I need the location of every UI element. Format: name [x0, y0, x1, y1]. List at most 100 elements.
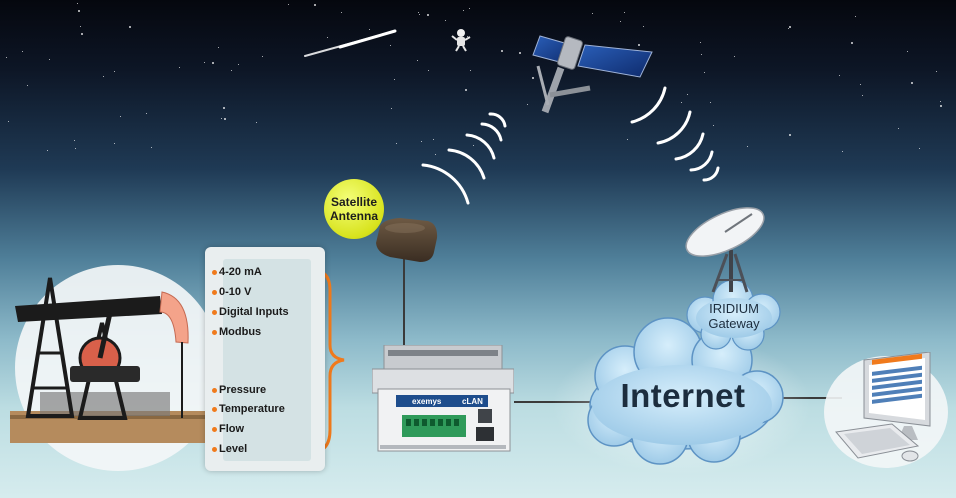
- star: [396, 143, 397, 144]
- star: [433, 139, 434, 140]
- star: [369, 29, 370, 30]
- star: [428, 70, 429, 71]
- star: [734, 56, 735, 57]
- star: [788, 28, 789, 29]
- star: [907, 51, 908, 52]
- satellite-icon: [532, 35, 653, 114]
- star: [463, 10, 464, 11]
- star: [473, 145, 474, 146]
- sensor-level: Level: [211, 443, 248, 455]
- star: [223, 107, 225, 109]
- star: [75, 148, 76, 149]
- star: [898, 128, 899, 129]
- star: [81, 33, 83, 35]
- star: [224, 118, 226, 120]
- star: [262, 56, 263, 57]
- star: [341, 12, 342, 13]
- star: [114, 71, 115, 72]
- star: [221, 118, 222, 119]
- satellite-antenna-label-line2: Antenna: [330, 209, 378, 223]
- satellite-antenna-label-line1: Satellite: [330, 195, 378, 209]
- inputs-panel-inner: [223, 259, 311, 461]
- device-model: cLAN: [462, 397, 483, 406]
- iridium-gateway-label: IRIDIUM Gateway: [683, 286, 785, 346]
- star: [747, 146, 748, 147]
- star: [212, 62, 214, 64]
- star: [391, 108, 392, 109]
- star: [74, 140, 75, 141]
- star: [713, 125, 714, 126]
- star: [624, 12, 625, 13]
- star: [49, 59, 50, 60]
- input-brace: [310, 268, 345, 454]
- star: [394, 79, 395, 80]
- star: [22, 51, 23, 52]
- star: [701, 54, 702, 55]
- star: [704, 72, 705, 73]
- star: [327, 37, 328, 38]
- star: [469, 8, 470, 9]
- workstation: [824, 352, 948, 468]
- downlink-waves: [630, 86, 720, 182]
- star: [687, 94, 688, 95]
- star: [710, 102, 711, 103]
- star: [700, 42, 701, 43]
- star: [238, 64, 239, 65]
- star: [78, 10, 80, 12]
- star: [231, 70, 232, 71]
- star: [288, 4, 289, 5]
- pump-jack-icon: [10, 277, 206, 443]
- star: [77, 3, 78, 4]
- star: [314, 4, 316, 6]
- ground-dish-icon: [685, 207, 765, 293]
- star: [940, 105, 942, 107]
- sensor-flow: Flow: [211, 423, 245, 435]
- inputs-panel: [205, 247, 325, 471]
- star: [851, 42, 853, 44]
- iridium-gateway-cloud: [686, 279, 781, 351]
- star: [417, 60, 418, 61]
- star: [204, 62, 205, 63]
- device-brand: exemys: [412, 397, 442, 406]
- monitor-icon: [863, 352, 931, 440]
- star: [467, 36, 468, 37]
- star: [681, 102, 682, 103]
- satellite-antenna-label: Satellite Antenna: [324, 179, 384, 239]
- astronaut-icon: [451, 29, 471, 52]
- star: [427, 14, 429, 16]
- star: [129, 26, 131, 28]
- star: [114, 143, 115, 144]
- star: [620, 21, 621, 22]
- sensor-pressure: Pressure: [211, 384, 267, 396]
- star: [103, 76, 104, 77]
- star: [47, 150, 48, 151]
- star: [435, 154, 436, 155]
- star: [940, 101, 941, 102]
- keyboard-icon: [835, 423, 920, 462]
- iridium-gateway-label-line1: IRIDIUM: [709, 301, 759, 316]
- input-modbus: Modbus: [211, 326, 262, 338]
- star: [627, 139, 628, 140]
- star: [390, 45, 391, 46]
- star: [643, 26, 644, 27]
- shooting-star-icon: [304, 29, 397, 57]
- internet-cloud: [587, 317, 784, 465]
- star: [638, 44, 640, 46]
- star: [120, 116, 121, 117]
- star: [919, 148, 920, 149]
- star: [470, 70, 471, 71]
- star: [419, 14, 420, 15]
- iridium-gateway-label-line2: Gateway: [708, 316, 760, 331]
- star: [465, 89, 467, 91]
- star: [592, 13, 593, 14]
- star: [839, 75, 840, 76]
- star: [218, 47, 219, 48]
- star: [151, 147, 152, 148]
- input-0-10v: 0-10 V: [211, 286, 252, 298]
- star: [27, 85, 28, 86]
- satellite-antenna-icon: [376, 218, 438, 262]
- data-logger-icon: exemys cLAN: [372, 345, 514, 452]
- star: [418, 12, 419, 13]
- star: [789, 26, 791, 28]
